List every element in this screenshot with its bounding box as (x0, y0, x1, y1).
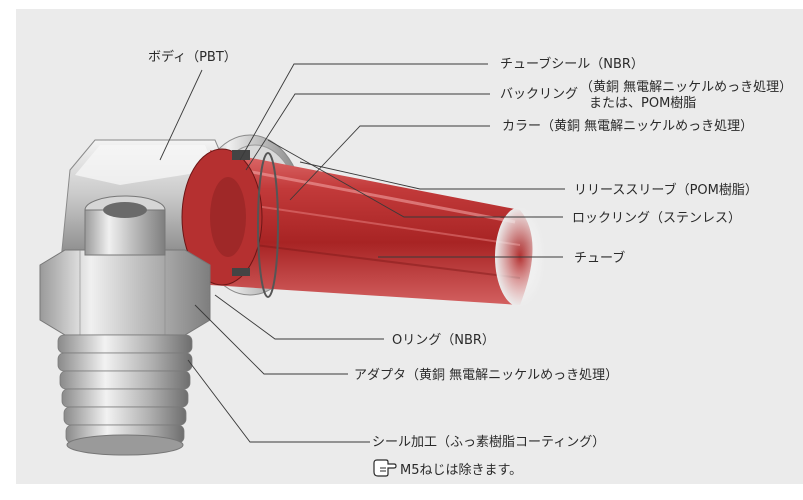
pointing-hand-icon (373, 459, 397, 477)
label-body: ボディ（PBT） (148, 49, 237, 65)
label-backing-ring-material: （黄銅 無電解ニッケルめっき処理） (580, 80, 792, 95)
label-adapter: アダプタ（黄銅 無電解ニッケルめっき処理） (354, 368, 618, 383)
label-backing-ring: バックリング (500, 87, 578, 102)
label-tube: チューブ (574, 250, 625, 266)
note: M5ねじは除きます。 (373, 459, 522, 478)
leader-lines (159, 63, 565, 443)
labels: ボディ（PBT） チューブシール（NBR） バックリング （黄銅 無電解ニッケル… (148, 49, 792, 450)
label-lock-ring: ロックリング（ステンレス） (572, 211, 741, 226)
lock-ring-parts (232, 150, 279, 298)
label-seal-coating: シール加工（ふっ素樹脂コーティング） (372, 435, 605, 450)
label-tube-seal: チューブシール（NBR） (500, 56, 644, 72)
label-o-ring: Oリング（NBR） (392, 333, 495, 348)
label-release-sleeve: リリーススリーブ（POM樹脂） (574, 182, 758, 198)
label-backing-ring-alt-material: または、POM樹脂 (589, 96, 696, 111)
adapter (39, 195, 211, 456)
note-text: M5ねじは除きます。 (400, 463, 522, 478)
tube (181, 148, 545, 307)
label-collar: カラー（黄銅 無電解ニッケルめっき処理） (502, 119, 753, 134)
